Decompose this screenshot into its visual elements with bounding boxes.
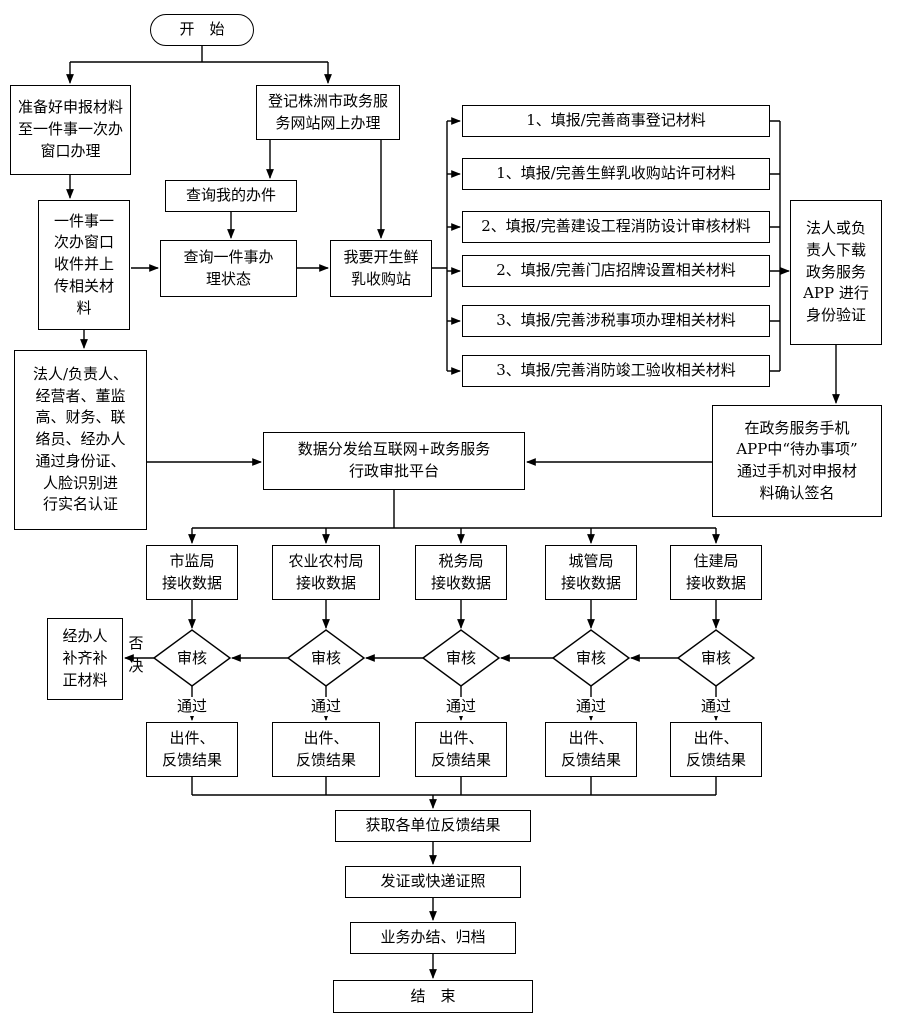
pass-label: 通过 <box>175 697 209 716</box>
material-box-6: 3、填报/完善消防竣工验收相关材料 <box>462 355 770 387</box>
dept-box-3: 税务局 接收数据 <box>415 545 507 600</box>
window-receive-box: 一件事一 次办窗口 收件并上 传相关材 料 <box>38 200 130 330</box>
result-box-1: 出件、 反馈结果 <box>146 722 238 777</box>
reject-label: 否决 <box>128 634 144 675</box>
review-diamond <box>286 629 366 687</box>
issue-cert-box: 发证或快递证照 <box>345 866 521 898</box>
dept-box-2: 农业农村局 接收数据 <box>272 545 380 600</box>
pass-label: 通过 <box>699 697 733 716</box>
material-box-1: 1、填报/完善商事登记材料 <box>462 105 770 137</box>
end-node: 结 束 <box>333 980 533 1013</box>
register-online-box: 登记株洲市政务服 务网站网上办理 <box>256 85 400 140</box>
pass-label: 通过 <box>309 697 343 716</box>
review-label: 审核 <box>700 649 731 667</box>
material-box-3: 2、填报/完善建设工程消防设计审核材料 <box>462 211 770 243</box>
query-my-items-box: 查询我的办件 <box>165 180 297 212</box>
result-box-2: 出件、 反馈结果 <box>272 722 380 777</box>
pass-label: 通过 <box>574 697 608 716</box>
open-station-box: 我要开生鲜 乳收购站 <box>330 240 432 297</box>
review-label: 审核 <box>575 649 606 667</box>
material-box-5: 3、填报/完善涉税事项办理相关材料 <box>462 305 770 337</box>
prepare-materials-box: 准备好申报材料 至一件事一次办 窗口办理 <box>10 85 131 175</box>
result-box-5: 出件、 反馈结果 <box>670 722 762 777</box>
query-status-box: 查询一件事办 理状态 <box>160 240 297 297</box>
start-node: 开 始 <box>150 14 254 46</box>
review-diamond <box>676 629 756 687</box>
data-distribute-box: 数据分发给互联网+政务服务 行政审批平台 <box>263 432 525 490</box>
legal-auth-box: 法人/负责人、 经营者、董监 高、财务、联 络员、经办人 通过身份证、 人脸识别… <box>14 350 147 530</box>
review-diamond <box>551 629 631 687</box>
review-label: 审核 <box>310 649 341 667</box>
collect-feedback-box: 获取各单位反馈结果 <box>335 810 531 842</box>
dept-box-5: 住建局 接收数据 <box>670 545 762 600</box>
dept-box-1: 市监局 接收数据 <box>146 545 238 600</box>
review-label: 审核 <box>445 649 476 667</box>
app-confirm-box: 在政务服务手机 APP中“待办事项” 通过手机对申报材 料确认签名 <box>712 405 882 517</box>
result-box-4: 出件、 反馈结果 <box>545 722 637 777</box>
archive-box: 业务办结、归档 <box>350 922 516 954</box>
review-diamond <box>421 629 501 687</box>
supplement-box: 经办人 补齐补 正材料 <box>47 618 123 700</box>
review-diamond <box>152 629 232 687</box>
result-box-3: 出件、 反馈结果 <box>415 722 507 777</box>
material-box-2: 1、填报/完善生鲜乳收购站许可材料 <box>462 158 770 190</box>
flow-connectors <box>66 46 840 979</box>
material-box-4: 2、填报/完善门店招牌设置相关材料 <box>462 255 770 287</box>
review-label: 审核 <box>176 649 207 667</box>
pass-label: 通过 <box>444 697 478 716</box>
dept-box-4: 城管局 接收数据 <box>545 545 637 600</box>
legal-download-box: 法人或负 责人下载 政务服务 APP 进行 身份验证 <box>790 200 882 345</box>
